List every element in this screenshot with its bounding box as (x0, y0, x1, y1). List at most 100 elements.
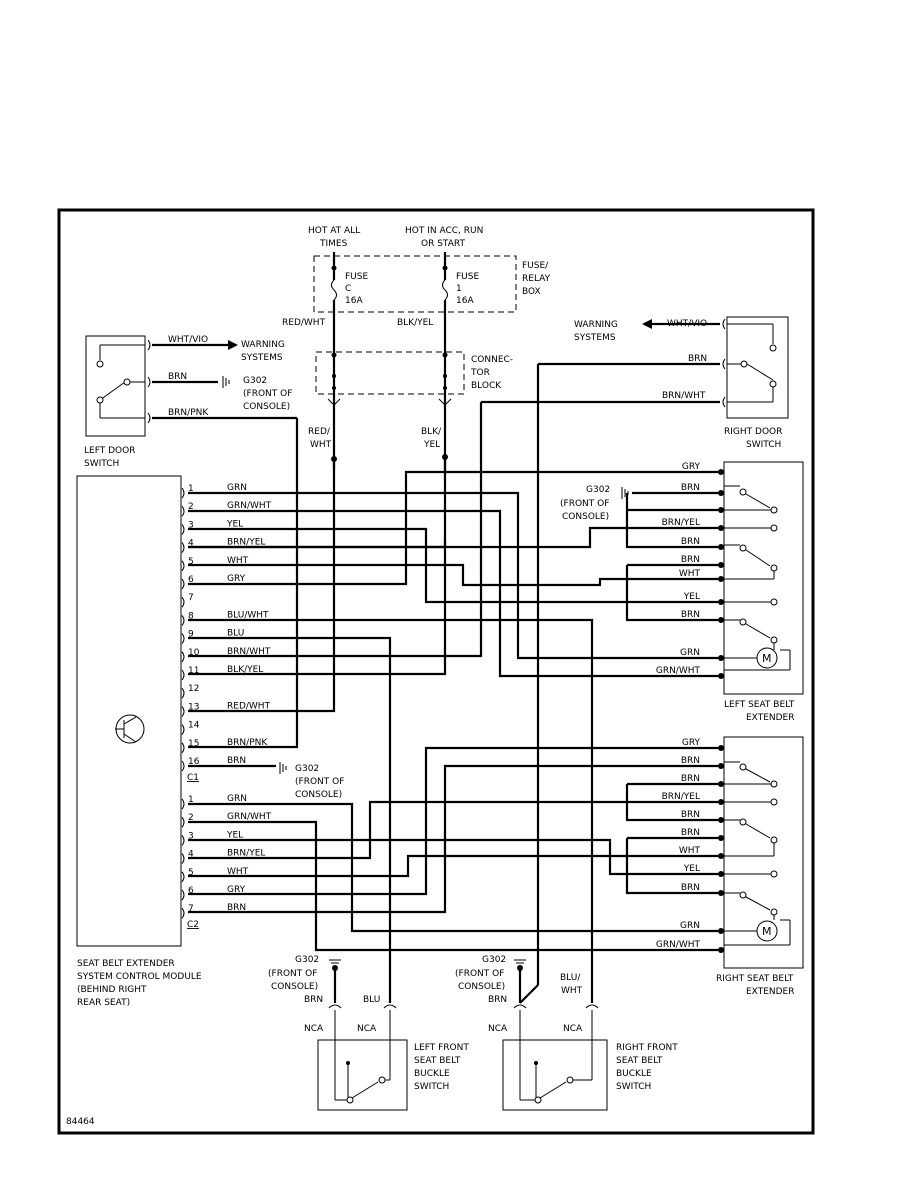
left-buckle-box (317, 1039, 408, 1111)
c1-pin-1: 1 (188, 484, 194, 494)
connector-block-label-3: BLOCK (471, 381, 502, 391)
hot-in-acc-line1: HOT IN ACC, RUN (405, 226, 483, 236)
c2-pin-5: 5 (188, 868, 194, 878)
connector-block: RED/WHT BLK/YEL CONNEC- TOR BLOCK RED/ W… (282, 318, 513, 462)
hot-at-all-times-line1: HOT AT ALL (308, 226, 360, 236)
diagram-frame (57, 208, 815, 1135)
left-extender-ground: G302 (FRONT OF CONSOLE) (560, 485, 724, 522)
connector-c1-label: C1 (187, 773, 199, 783)
right-door-switch-box (726, 316, 789, 419)
left-buckle-ground-2: (FRONT OF (268, 969, 317, 979)
right-buckle-label-2: SEAT BELT (616, 1056, 663, 1066)
left-extender-wire-label: YEL (683, 592, 700, 602)
wire-red-wht-label: RED/WHT (282, 318, 326, 328)
right-buckle-blu-wht-1: BLU/ (560, 973, 581, 983)
c1-wire-15: BRN/PNK (227, 738, 268, 748)
blk-yel-split-2: YEL (423, 440, 440, 450)
fuse-c-label: FUSE (345, 272, 368, 282)
left-door-label-1: LEFT DOOR (84, 446, 135, 456)
left-buckle-label-2: SEAT BELT (414, 1056, 461, 1066)
right-door-warning-1: WARNING (574, 320, 618, 330)
right-door-brn-wht: BRN/WHT (662, 391, 706, 401)
left-door-switch: WHT/VIO WARNING SYSTEMS BRN G302 (FRONT … (84, 335, 299, 742)
left-front-buckle-switch: G302 (FRONT OF CONSOLE) BRN BLU NCA NCA … (268, 955, 469, 1111)
module-label-4: REAR SEAT) (77, 998, 130, 1008)
left-extender-wire-label: WHT (679, 569, 701, 579)
left-buckle-ground-1: G302 (295, 955, 319, 965)
c2-wire-7: BRN (227, 903, 246, 913)
right-front-buckle-switch: G302 (FRONT OF CONSOLE) BRN BLU/ WHT NCA… (455, 955, 678, 1111)
left-extender-ground-2: (FRONT OF (560, 499, 609, 509)
c1-wiring (188, 457, 724, 1003)
left-extender-wire-label: GRY (682, 462, 701, 472)
c1-pin-11: 11 (188, 666, 199, 676)
right-seat-belt-extender: GRYBRNBRNBRN/YELBRNBRNWHTYELBRNGRNGRN/WH… (656, 736, 804, 997)
c1-wire-8: BLU/WHT (227, 610, 269, 620)
c1-wire-11: BLK/YEL (227, 665, 263, 675)
right-buckle-ground-3: CONSOLE) (458, 982, 505, 992)
right-extender-box (723, 736, 804, 969)
c2-wire-6: GRY (227, 885, 246, 895)
c2-pin-6: 6 (188, 886, 194, 896)
right-extender-wire-label: BRN (681, 828, 700, 838)
left-buckle-nca-1: NCA (304, 1024, 324, 1034)
module-ground-2: (FRONT OF (295, 777, 344, 787)
left-extender-wire-label: GRN (680, 648, 700, 658)
c2-wire-1: GRN (227, 794, 247, 804)
right-door-label-1: RIGHT DOOR (724, 427, 782, 437)
right-extender-wire-label: GRN (680, 921, 700, 931)
left-buckle-nca-2: NCA (357, 1024, 377, 1034)
left-extender-wire-label: BRN/YEL (662, 518, 700, 528)
blk-yel-split-1: BLK/ (421, 427, 442, 437)
left-extender-wire-label: BRN (681, 537, 700, 547)
left-buckle-blu: BLU (363, 995, 380, 1005)
c1-pin-10: 10 (188, 648, 200, 658)
connector-block-label: CONNEC- (471, 355, 513, 365)
fuse-1-rating: 16A (456, 296, 474, 306)
c1-wire-13: RED/WHT (227, 701, 271, 711)
right-buckle-label-3: BUCKLE (616, 1069, 652, 1079)
right-buckle-label-1: RIGHT FRONT (616, 1043, 678, 1053)
c1-pin-8: 8 (188, 611, 194, 621)
module-label-3: (BEHIND RIGHT (77, 985, 147, 995)
c2-pin-2: 2 (188, 813, 194, 823)
fuse-box-label-3: BOX (522, 287, 541, 297)
c1-pin-15: 15 (188, 739, 199, 749)
left-door-label-2: SWITCH (84, 459, 119, 469)
left-buckle-brn: BRN (304, 995, 323, 1005)
hot-in-acc-line2: OR START (421, 239, 465, 249)
right-extender-label-1: RIGHT SEAT BELT (716, 974, 794, 984)
c1-pin-5: 5 (188, 557, 194, 567)
fuse-box-outline (313, 255, 517, 313)
c1-pin-9: 9 (188, 630, 194, 640)
right-buckle-brn: BRN (488, 995, 507, 1005)
right-extender-wire-label: WHT (679, 846, 701, 856)
fuse-1-id: 1 (456, 284, 462, 294)
right-extender-wire-label: BRN (681, 774, 700, 784)
module-ground-1: G302 (295, 764, 319, 774)
left-door-ground-2: (FRONT OF (243, 389, 292, 399)
right-door-brn: BRN (688, 354, 707, 364)
right-door-switch: WARNING SYSTEMS WHT/VIO BRN BRN/WHT RIGH… (479, 316, 789, 985)
right-extender-wire-label: GRY (682, 738, 701, 748)
module-label-2: SYSTEM CONTROL MODULE (77, 972, 202, 982)
c1-wire-6: GRY (227, 574, 246, 584)
c2-wire-5: WHT (227, 867, 249, 877)
right-extender-wire-labels: GRYBRNBRNBRN/YELBRNBRNWHTYELBRNGRNGRN/WH… (656, 738, 701, 950)
fuse-box-label: FUSE/ (522, 261, 549, 271)
c1-wire-9: BLU (227, 629, 244, 639)
right-extender-label-2: EXTENDER (746, 987, 794, 997)
c1-pin-14: 14 (188, 721, 200, 731)
control-module-box (76, 475, 182, 947)
c1-pin-4: 4 (188, 539, 194, 549)
hot-at-all-times-line2: TIMES (319, 239, 348, 249)
module-label-1: SEAT BELT EXTENDER (77, 959, 175, 969)
c1-wire-3: YEL (226, 519, 243, 529)
right-extender-wire-label: BRN (681, 756, 700, 766)
fuse-1-label: FUSE (456, 272, 479, 282)
left-door-warning-2: SYSTEMS (241, 353, 283, 363)
